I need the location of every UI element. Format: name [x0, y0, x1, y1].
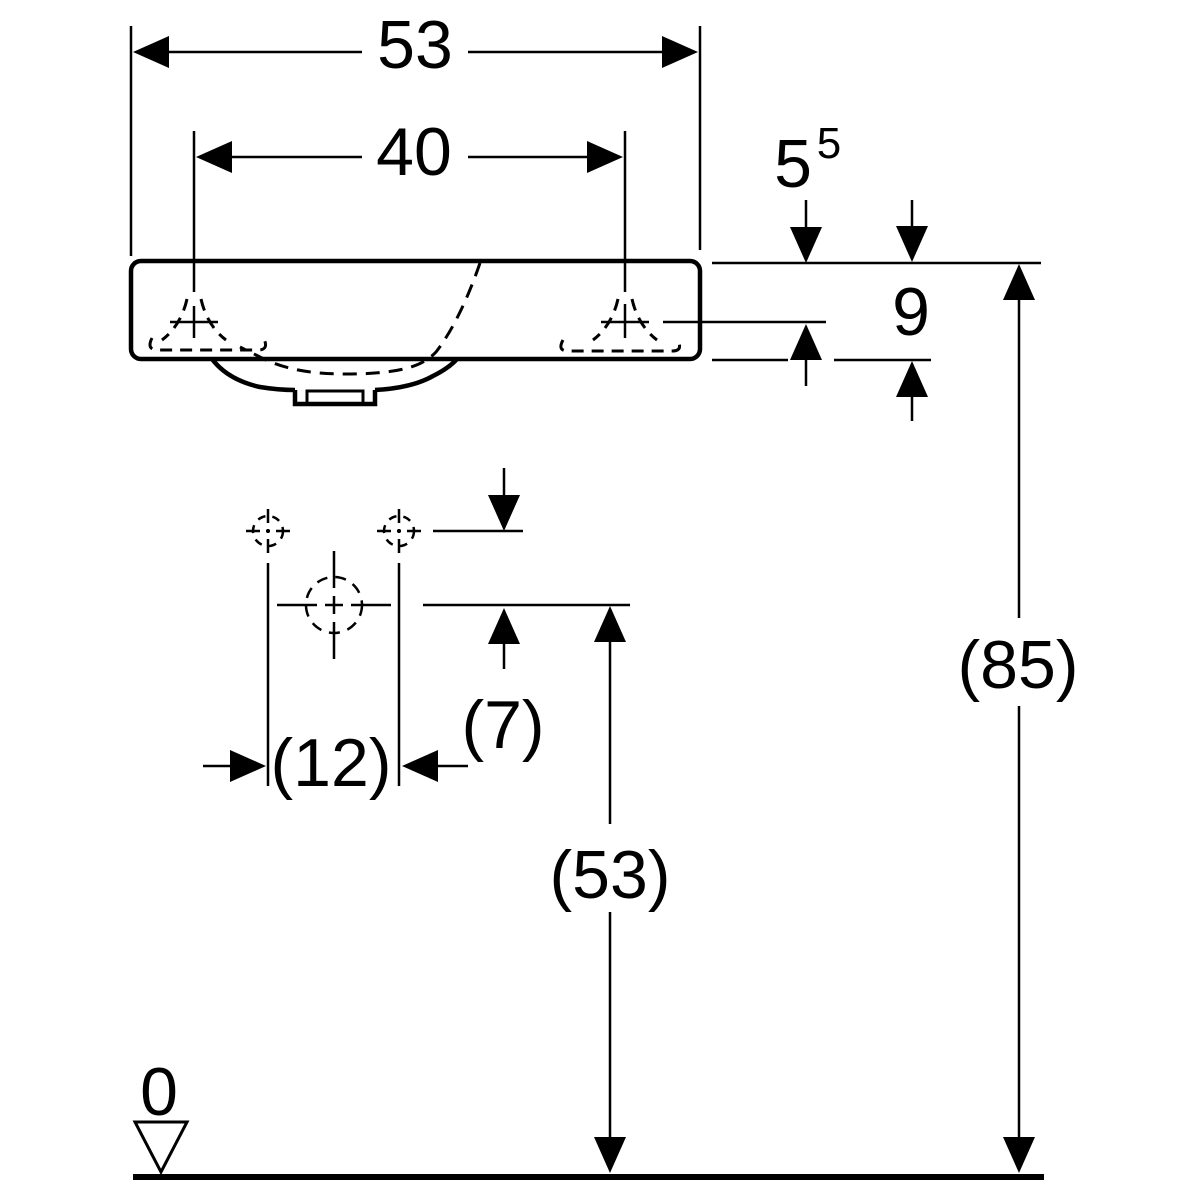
arrowhead-up	[790, 324, 822, 360]
arrowhead-down	[594, 1137, 626, 1173]
dimension-fixing-to-outlet: (7)	[423, 468, 630, 763]
tap-hole-right-flare-right	[630, 298, 658, 342]
dimension-basin-height: 9	[892, 200, 930, 421]
arrowhead-up	[896, 361, 928, 397]
dim-label-tap-hole-spacing: 40	[376, 114, 452, 190]
datum-triangle-icon	[132, 1120, 190, 1176]
drain-outlet	[292, 390, 378, 407]
tap-hole-left-flare-left	[161, 298, 189, 342]
tap-hole-left-foot	[148, 337, 267, 352]
dim-label-floor-datum: 0	[140, 1054, 178, 1130]
dim-label-tap-deck-sup: 5	[817, 119, 841, 168]
tap-hole-left-flare-right	[199, 298, 227, 342]
drain-outlet-recess	[305, 389, 365, 404]
arrowhead-down	[790, 227, 822, 263]
tap-hole-right	[559, 298, 681, 353]
fixing-holes	[246, 509, 421, 659]
arrowhead-down	[488, 495, 520, 531]
dimension-rim-above-floor: (85)	[958, 264, 1079, 1173]
dim-label-overall-width: 53	[377, 7, 453, 83]
arrowhead-up	[488, 608, 520, 644]
floor-datum: 0	[132, 1054, 1044, 1180]
arrowhead-right	[230, 750, 266, 782]
dimension-outlet-above-floor: (53)	[550, 606, 671, 1173]
dim-label-fixing-to-outlet: (7)	[461, 687, 544, 763]
arrowhead-left	[196, 141, 232, 173]
basin-outline	[128, 258, 703, 362]
tap-hole-left	[148, 298, 267, 352]
arrowhead-right	[662, 36, 698, 68]
dim-label-basin-height: 9	[892, 274, 930, 350]
arrowhead-down	[896, 226, 928, 262]
dim-label-fixing-hole-spacing: (12)	[271, 725, 392, 801]
tap-hole-right-foot	[559, 339, 681, 353]
dimension-tap-deck-height: 5 5	[774, 119, 841, 386]
bowl-right-curve	[374, 357, 459, 393]
hidden-bowl-curve	[239, 262, 482, 376]
dimension-fixing-hole-spacing: (12)	[203, 563, 468, 801]
arrowhead-up	[1003, 264, 1035, 300]
dimension-overall-width: 53	[129, 7, 702, 256]
arrowhead-left	[402, 750, 438, 782]
arrowhead-down	[1003, 1137, 1035, 1173]
dim-label-tap-deck-main: 5	[774, 126, 812, 202]
bowl-left-curve	[210, 357, 296, 393]
arrowhead-left	[133, 36, 169, 68]
arrowhead-right	[587, 141, 623, 173]
tap-hole-right-flare-left	[592, 298, 620, 342]
reference-lines	[663, 261, 1041, 362]
arrowhead-up	[594, 606, 626, 642]
basin-profile	[128, 258, 703, 407]
dim-label-outlet-above-floor: (53)	[550, 837, 671, 913]
dimension-tap-hole-spacing: 40	[192, 114, 627, 292]
dim-label-rim-above-floor: (85)	[958, 627, 1079, 703]
